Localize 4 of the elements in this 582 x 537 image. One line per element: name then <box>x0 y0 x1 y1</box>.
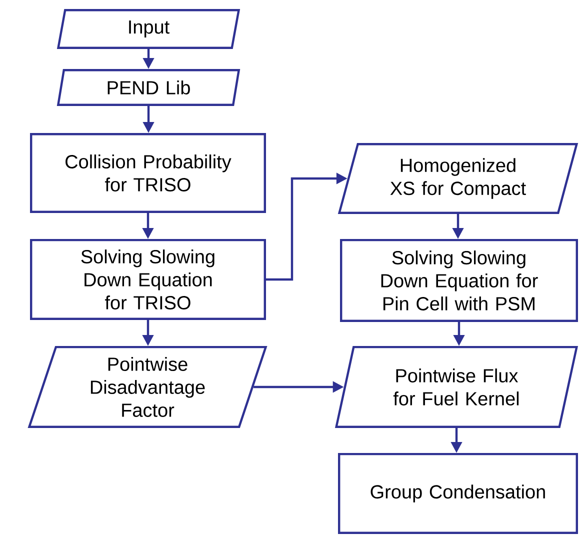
process-box: Solving Slowing Down Equation for Pin Cell with PSM <box>340 238 578 322</box>
process-box: Group Condensation <box>338 452 578 534</box>
process-box: Collision Probability for TRISO <box>30 133 266 213</box>
process-box: Solving Slowing Down Equation for TRISO <box>30 238 266 320</box>
